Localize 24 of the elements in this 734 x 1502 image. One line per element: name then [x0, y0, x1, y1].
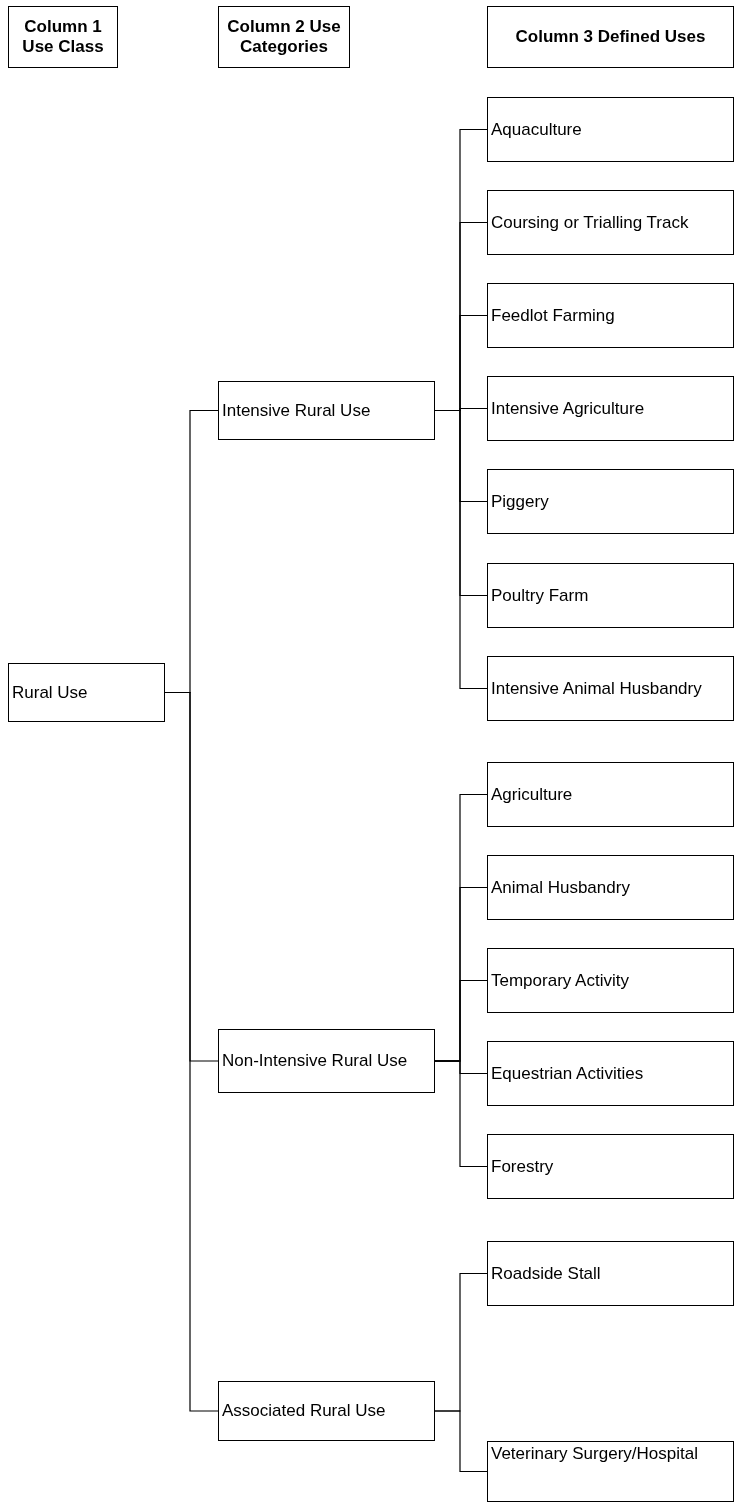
defined-use-box: Aquaculture — [487, 97, 734, 162]
defined-use-box: Intensive Agriculture — [487, 376, 734, 441]
defined-use-box: Animal Husbandry — [487, 855, 734, 920]
connector-line — [434, 1060, 488, 1168]
use-category-box: Non-Intensive Rural Use — [218, 1029, 435, 1093]
defined-use-box: Temporary Activity — [487, 948, 734, 1013]
defined-use-box: Piggery — [487, 469, 734, 534]
defined-use-box: Poultry Farm — [487, 563, 734, 628]
defined-use-box: Intensive Animal Husbandry — [487, 656, 734, 721]
defined-use-box: Roadside Stall — [487, 1241, 734, 1306]
defined-use-box: Coursing or Trialling Track — [487, 190, 734, 255]
defined-use-box: Equestrian Activities — [487, 1041, 734, 1106]
use-class-box: Rural Use — [8, 663, 165, 722]
connector-line — [434, 409, 488, 690]
defined-use-box: Veterinary Surgery/Hospital — [487, 1441, 734, 1502]
column-heading: Column 1 Use Class — [8, 6, 118, 68]
use-category-box: Intensive Rural Use — [218, 381, 435, 440]
defined-use-box: Feedlot Farming — [487, 283, 734, 348]
use-category-box: Associated Rural Use — [218, 1381, 435, 1441]
defined-use-box: Agriculture — [487, 762, 734, 827]
connector-line — [434, 1410, 488, 1473]
column-heading: Column 2 Use Categories — [218, 6, 350, 68]
column-heading: Column 3 Defined Uses — [487, 6, 734, 68]
defined-use-box: Forestry — [487, 1134, 734, 1199]
